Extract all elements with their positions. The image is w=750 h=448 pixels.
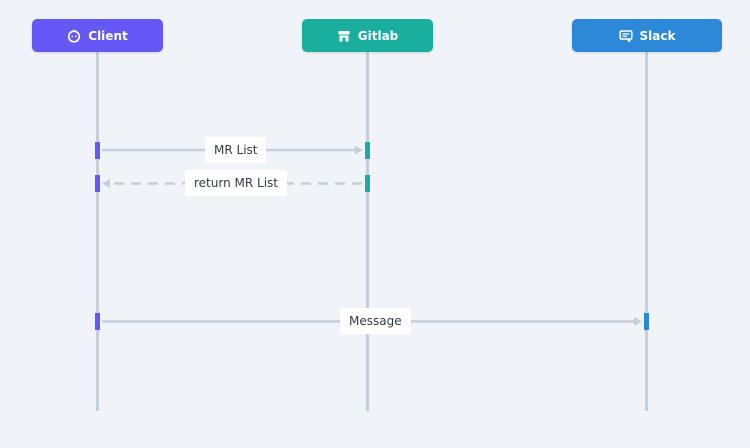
actor-client-label: Client xyxy=(88,28,128,43)
actor-gitlab[interactable]: Gitlab xyxy=(302,19,433,52)
gitlab-activation xyxy=(365,175,370,192)
actor-client[interactable]: Client xyxy=(32,19,163,52)
client-activation xyxy=(95,175,100,192)
message-label-message: Message xyxy=(340,308,411,334)
client-lifeline xyxy=(96,52,99,411)
chat-icon xyxy=(618,29,633,43)
client-activation xyxy=(95,142,100,159)
client-activation xyxy=(95,313,100,330)
actor-slack[interactable]: Slack xyxy=(572,19,722,52)
slack-lifeline xyxy=(645,52,648,411)
gitlab-lifeline xyxy=(366,52,369,411)
actor-slack-label: Slack xyxy=(639,28,676,43)
robot-icon xyxy=(67,29,81,43)
slack-activation xyxy=(644,313,649,330)
message-label-return-mr-list: return MR List xyxy=(185,170,287,196)
gitlab-activation xyxy=(365,142,370,159)
actor-gitlab-label: Gitlab xyxy=(357,28,399,43)
store-icon xyxy=(337,29,351,43)
message-label-mr-list: MR List xyxy=(205,137,267,163)
